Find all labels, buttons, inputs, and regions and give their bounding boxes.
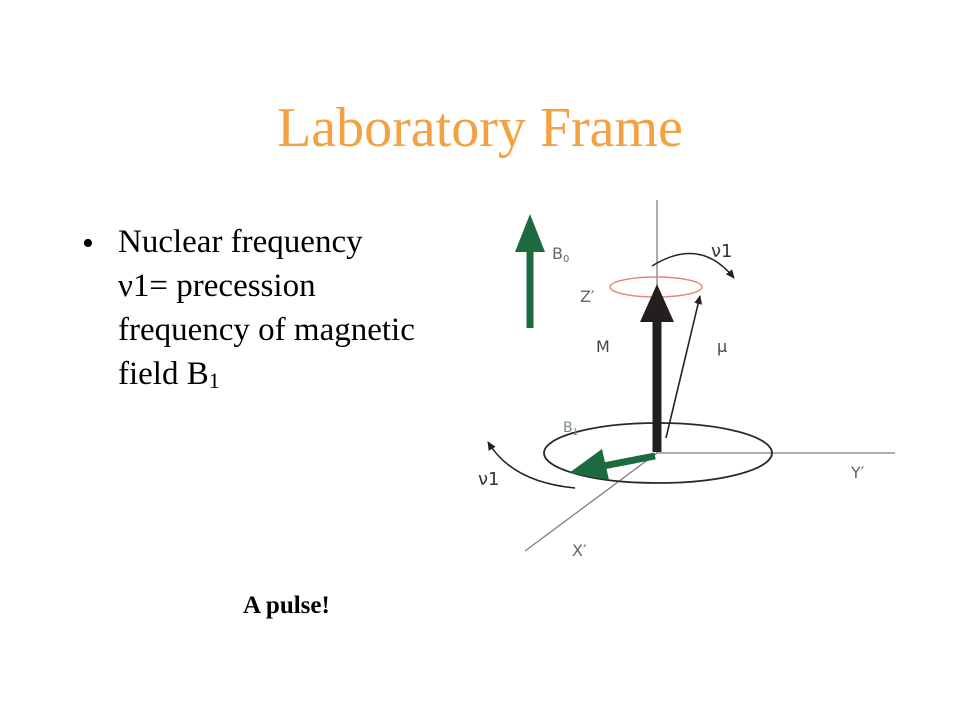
b1-label: B1 — [563, 420, 578, 438]
left-rotation-arrow — [487, 441, 576, 489]
bullet-item: Nuclear frequency ν1= precession frequen… — [118, 220, 463, 396]
bullet-line-4: field B — [118, 356, 209, 392]
nu1-left-label: ν1 — [478, 469, 500, 490]
bullet-line-1: Nuclear frequency — [118, 224, 363, 260]
b0-arrow — [515, 214, 545, 328]
nu-symbol: ν — [118, 268, 133, 304]
top-rotation-arrow — [651, 252, 735, 279]
b1-arrow — [569, 449, 656, 480]
m-label: M — [596, 337, 610, 356]
pulse-caption: A pulse! — [243, 592, 330, 619]
y-axis-label: Y′ — [850, 463, 865, 482]
bullet-line-2: 1= precession — [132, 268, 316, 304]
b0-label: B0 — [552, 244, 569, 265]
bullet-line-4-subscript: 1 — [208, 368, 220, 393]
mu-vector-arrow — [665, 295, 703, 439]
mu-label: μ — [717, 337, 727, 356]
bullet-marker: • — [82, 225, 94, 262]
slide-title: Laboratory Frame — [277, 97, 683, 159]
bullet-line-3: frequency of magnetic — [118, 312, 415, 348]
m-vector-arrow — [640, 284, 674, 452]
x-axis-label: X′ — [572, 541, 587, 560]
nu1-top-label: ν1 — [711, 241, 733, 262]
z-axis-label: Z′ — [580, 287, 595, 306]
x-axis-line — [524, 452, 658, 552]
